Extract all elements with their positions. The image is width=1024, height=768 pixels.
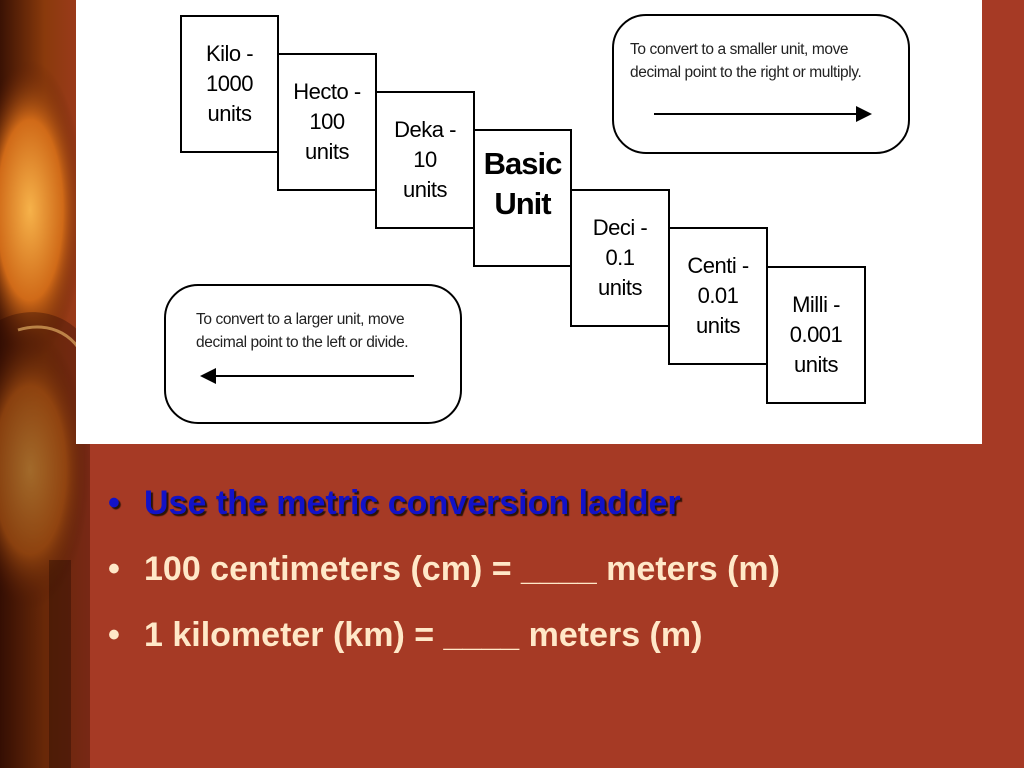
ladder-step-milli: Milli - 0.001 units <box>766 266 866 404</box>
ladder-step-centi: Centi - 0.01 units <box>668 227 768 365</box>
hecto-label: Hecto - 100 units <box>293 79 361 164</box>
ladder-step-kilo: Kilo - 1000 units <box>180 15 279 153</box>
bullet-text: 1 kilometer (km) = ____ meters (m) <box>144 616 703 654</box>
kilo-label: Kilo - 1000 units <box>205 41 254 126</box>
milli-label: Milli - 0.001 units <box>789 292 843 377</box>
smaller-unit-note-text: To convert to a smaller unit, move decim… <box>630 41 862 81</box>
ladder-step-basic-unit: Basic Unit <box>473 129 572 267</box>
ladder-step-hecto: Hecto - 100 units <box>277 53 377 191</box>
bullet-item-centimeters: 100 centimeters (cm) = ____ meters (m) <box>106 542 780 608</box>
right-arrow-icon <box>654 106 872 122</box>
smaller-unit-note: To convert to a smaller unit, move decim… <box>612 14 910 154</box>
bullet-item-kilometer: 1 kilometer (km) = ____ meters (m) <box>106 608 780 674</box>
bullet-text: Use the metric conversion ladder <box>144 484 681 522</box>
larger-unit-note-text: To convert to a larger unit, move decima… <box>196 311 409 351</box>
ladder-step-deci: Deci - 0.1 units <box>570 189 670 327</box>
bullet-item-ladder: Use the metric conversion ladder <box>106 476 780 542</box>
ladder-step-deka: Deka - 10 units <box>375 91 475 229</box>
deci-label: Deci - 0.1 units <box>592 215 648 300</box>
bullet-text: 100 centimeters (cm) = ____ meters (m) <box>144 550 780 588</box>
centi-label: Centi - 0.01 units <box>687 253 749 338</box>
larger-unit-note: To convert to a larger unit, move decima… <box>164 284 462 424</box>
basic-unit-label: Basic Unit <box>483 146 563 221</box>
bullet-list: Use the metric conversion ladder 100 cen… <box>106 476 780 674</box>
conversion-ladder-diagram: Kilo - 1000 units Hecto - 100 units Deka… <box>76 0 982 444</box>
deka-label: Deka - 10 units <box>394 117 456 202</box>
left-arrow-icon <box>200 368 414 384</box>
